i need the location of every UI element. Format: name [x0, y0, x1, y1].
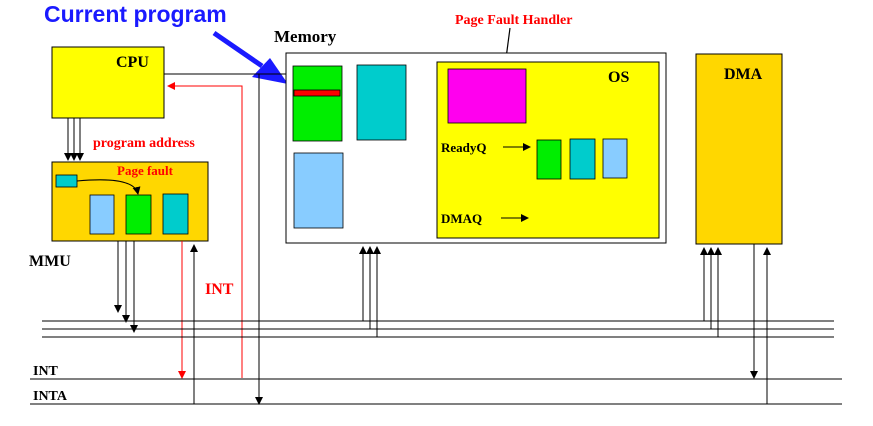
memory-cyan-page	[356, 64, 407, 141]
page-fault-label: Page fault	[117, 163, 174, 178]
readyq-label: ReadyQ	[441, 140, 487, 155]
mmu-entry-cyan	[55, 174, 78, 188]
mmu-bus-arrows	[114, 241, 138, 333]
int-red-label: INT	[205, 281, 234, 298]
mmu-cyan	[162, 193, 189, 235]
dma-bus-arrows	[700, 247, 722, 337]
cpu-mmu-arrows	[64, 118, 84, 161]
cpu-label: CPU	[116, 54, 149, 71]
memory-label: Memory	[274, 27, 337, 46]
memory-green-page	[292, 65, 343, 142]
int-bus-label: INT	[33, 364, 59, 379]
dma-box	[695, 53, 783, 245]
current-program-arrow	[212, 30, 288, 84]
cpu-box	[51, 46, 165, 119]
os-label: OS	[608, 69, 629, 86]
memory-bus-arrows	[359, 246, 381, 337]
program-address-label: program address	[93, 136, 195, 151]
page-fault-handler-label: Page Fault Handler	[455, 13, 572, 28]
readyq-green	[536, 139, 562, 180]
mmu-green	[125, 194, 152, 235]
mmu-label: MMU	[29, 253, 71, 270]
int-line-to-cpu	[167, 82, 243, 378]
mmu-lightblue	[89, 194, 115, 235]
dma-label: DMA	[724, 66, 763, 83]
readyq-lightblue	[602, 138, 628, 179]
readyq-cyan	[569, 138, 596, 180]
current-program-marker	[293, 89, 341, 97]
page-fault-handler-block	[447, 68, 527, 124]
dmaq-label: DMAQ	[441, 211, 482, 226]
system-bus	[42, 320, 834, 338]
current-program-label: Current program	[44, 1, 227, 27]
page-fault-arrow	[76, 179, 141, 195]
memory-lightblue-page	[293, 152, 344, 229]
inta-bus-label: INTA	[33, 389, 68, 404]
